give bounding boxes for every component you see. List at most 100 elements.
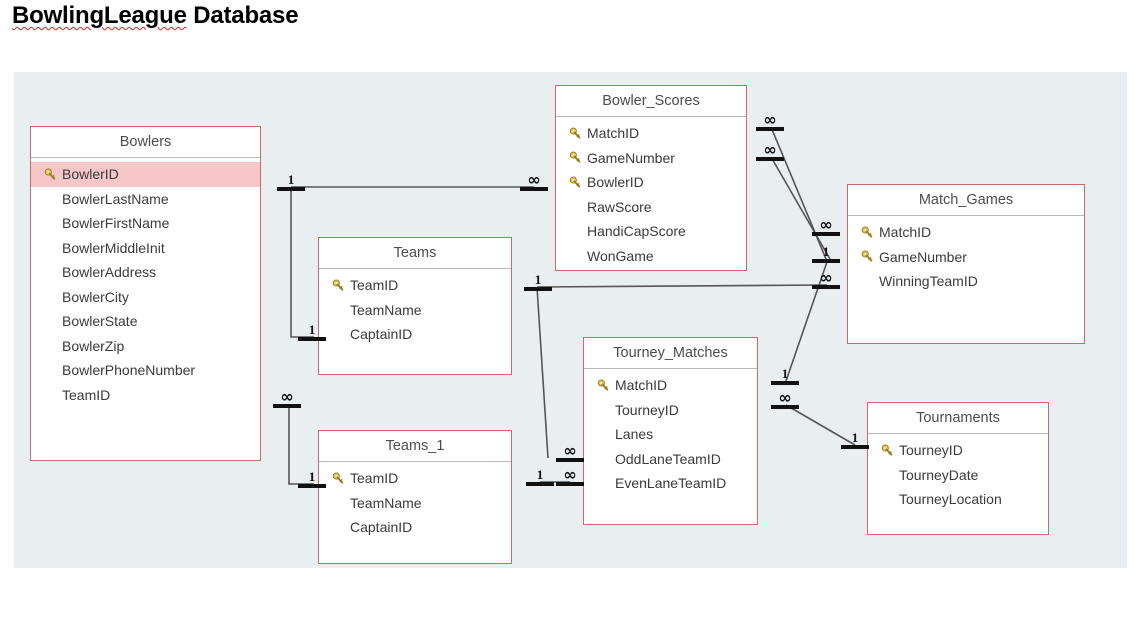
field-label: HandiCapScore [587,223,686,240]
marker-bar [771,381,799,385]
line-bowlers-teams1 [288,404,314,485]
field-label: TourneyDate [899,466,979,483]
one-glyph: 1 [822,244,830,259]
field-row[interactable]: TeamID [319,466,511,491]
primary-key-icon [44,168,55,180]
cardinality-marker-m-teams1-teamid-right: 1 [525,467,555,490]
field-row[interactable]: TeamName [319,298,511,323]
table-title-tourney-matches: Tourney_Matches [584,338,757,369]
marker-bar [556,458,584,462]
field-label: WonGame [587,247,654,264]
primary-key-icon [569,127,580,139]
field-row[interactable]: BowlerPhoneNumber [31,358,260,383]
field-row[interactable]: WonGame [556,244,746,269]
primary-key-icon-slot [565,151,585,164]
field-row[interactable]: GameNumber [848,245,1084,270]
field-row[interactable]: CaptainID [319,322,511,347]
infinity-glyph: ∞ [778,388,792,407]
field-label: BowlerID [62,166,119,183]
field-label: BowlerAddress [62,264,157,281]
table-title-teams-1: Teams_1 [319,431,511,462]
field-row[interactable]: TourneyID [868,438,1048,463]
cardinality-marker-m-tourn-tourneyid-left: 1 [840,430,870,453]
field-row[interactable]: TourneyID [584,398,757,423]
marker-bar [520,187,548,191]
primary-key-icon [597,379,608,391]
primary-key-icon [881,444,892,456]
table-title-match-games: Match_Games [848,185,1084,216]
field-row[interactable]: HandiCapScore [556,219,746,244]
line-teams-matchgames-winteam [536,284,828,288]
field-row[interactable]: BowlerMiddleInit [31,236,260,261]
field-row[interactable]: BowlerZip [31,334,260,359]
field-label: GameNumber [879,248,967,265]
marker-bar [526,482,554,486]
cardinality-marker-m-mgames-gamenum-left: 1 [811,244,841,267]
field-row[interactable]: EvenLaneTeamID [584,471,757,496]
primary-key-icon-slot [593,379,613,392]
one-glyph: 1 [851,430,859,445]
field-row[interactable]: WinningTeamID [848,269,1084,294]
page-title-word-misspelled: BowlingLeague [12,2,187,29]
field-label: MatchID [615,377,668,394]
field-row[interactable]: MatchID [848,220,1084,245]
field-row[interactable]: CaptainID [319,515,511,540]
field-label: BowlerPhoneNumber [62,362,196,379]
field-row[interactable]: MatchID [556,121,746,146]
field-row[interactable]: BowlerID [556,170,746,195]
field-row[interactable]: BowlerID [31,162,260,187]
marker-bar [524,287,552,291]
field-row[interactable]: OddLaneTeamID [584,447,757,472]
cardinality-marker-m-teams-teamid-right: 1 [523,273,553,295]
marker-bar [756,157,784,161]
field-row[interactable]: TourneyDate [868,463,1048,488]
field-row[interactable]: BowlerCity [31,285,260,310]
primary-key-icon [861,250,872,262]
table-title-bowler-scores: Bowler_Scores [556,86,746,117]
field-row[interactable]: RawScore [556,195,746,220]
field-label: GameNumber [587,149,675,166]
table-title-tournaments: Tournaments [868,403,1048,434]
field-row[interactable]: BowlerFirstName [31,211,260,236]
field-row[interactable]: BowlerAddress [31,260,260,285]
field-label: TeamID [62,386,111,403]
field-row[interactable]: BowlerState [31,309,260,334]
field-row[interactable]: Lanes [584,422,757,447]
field-row[interactable]: TeamID [319,273,511,298]
marker-bar [277,187,305,191]
field-row[interactable]: MatchID [584,373,757,398]
line-teams-tourneymatches-odd [536,286,549,459]
cardinality-marker-m-bscores-matchid-right: ∞ [755,112,785,135]
infinity-glyph: ∞ [563,465,577,484]
field-label: WinningTeamID [879,273,978,290]
field-label: MatchID [587,125,640,142]
marker-bar [756,127,784,131]
field-row[interactable]: TeamID [31,383,260,408]
field-label: MatchID [879,224,932,241]
primary-key-icon [861,226,872,238]
field-row[interactable]: TeamName [319,491,511,516]
field-row[interactable]: GameNumber [556,146,746,171]
field-label: BowlerMiddleInit [62,239,165,256]
primary-key-icon [332,279,343,291]
marker-bar [841,445,869,449]
one-glyph: 1 [536,467,544,482]
table-title-teams: Teams [319,238,511,269]
line-bscores-matchgames-matchid [770,126,827,260]
field-row[interactable]: TourneyLocation [868,487,1048,512]
field-row[interactable]: BowlerLastName [31,187,260,212]
primary-key-icon-slot [877,444,897,457]
